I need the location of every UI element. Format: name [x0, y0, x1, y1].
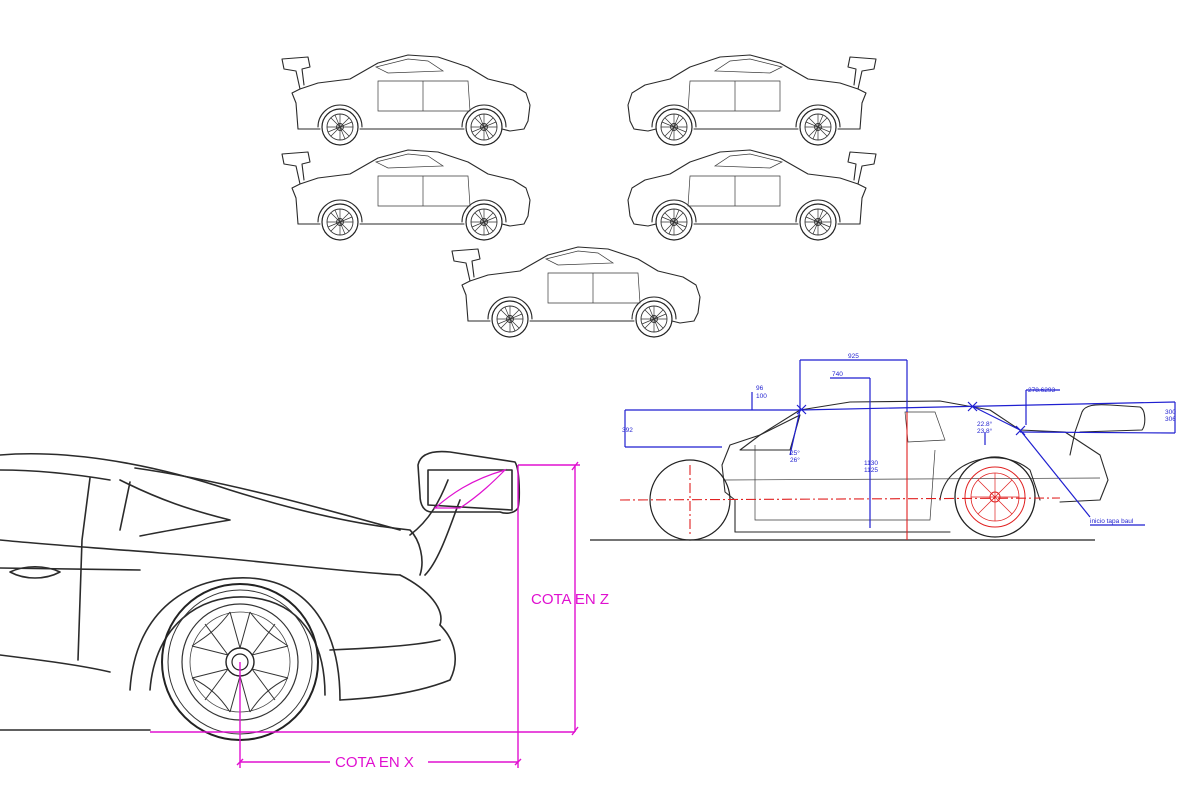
dim-23: 23.8° — [977, 427, 993, 435]
dim-26: 26° — [790, 456, 800, 464]
dim-278: 278.6293 — [1028, 387, 1055, 394]
dim-1130: 1130 — [864, 460, 878, 467]
dim-740: 740 — [832, 371, 843, 378]
dim-100: 100 — [756, 393, 767, 400]
dim-925: 925 — [848, 353, 859, 360]
dim-392: 392 — [622, 427, 633, 434]
x-dimension-label: COTA EN X — [335, 754, 414, 771]
car-view-1 — [282, 55, 530, 145]
dim-22: 22.8° — [977, 420, 993, 428]
dim-306: 306 — [1165, 416, 1176, 423]
dim-1125: 1125 — [864, 467, 878, 474]
z-dimension-label: COTA EN Z — [531, 591, 609, 608]
annotated-rear-wheel — [954, 456, 1036, 538]
dim-96: 96 — [756, 385, 764, 392]
car-view-4 — [628, 150, 876, 240]
note-trunk: inicio tapa baul — [1090, 518, 1134, 525]
car-view-3 — [282, 150, 530, 240]
car-view-5 — [452, 247, 700, 337]
car-view-2 — [628, 55, 876, 145]
annotated-side-drawing: 925 740 96 100 392 25° 26° 1130 1125 278… — [590, 353, 1176, 541]
rear-detail-drawing: COTA EN Z COTA EN X — [0, 450, 609, 771]
dim-25: 25° — [790, 449, 800, 457]
dim-300: 300 — [1165, 409, 1176, 416]
